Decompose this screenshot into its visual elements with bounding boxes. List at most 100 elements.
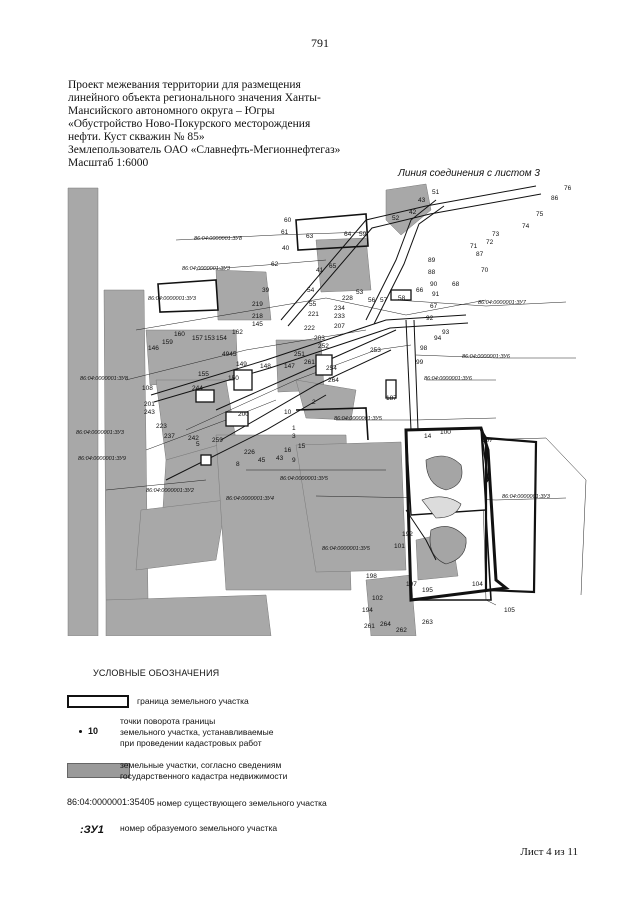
corridor-line <box>405 509 437 561</box>
legend-title: УСЛОВНЫЕ ОБОЗНАЧЕНИЯ <box>93 668 220 678</box>
point-label: 195 <box>422 587 433 594</box>
point-label: 194 <box>362 607 373 614</box>
point-label: 54 <box>307 287 315 294</box>
point-label: 99 <box>416 359 424 366</box>
point-label: 261 <box>304 359 315 366</box>
facility <box>390 289 412 301</box>
boundary-line <box>295 213 369 251</box>
point-label: 102 <box>372 595 383 602</box>
point-label: 40 <box>282 245 290 252</box>
title-line: нефти. Куст скважин № 85» <box>68 131 205 143</box>
pipeline <box>175 231 367 241</box>
pond <box>421 496 462 519</box>
point-label: 41 <box>316 267 324 274</box>
point-label: 68 <box>452 281 460 288</box>
corridor-line <box>287 193 542 327</box>
cadastral-label: 86:04:0000001:ЗУ3 <box>76 430 125 436</box>
point-label: 4945 <box>222 351 237 358</box>
cadastral-label: 86:04:0000001:ЗУ7 <box>478 300 527 306</box>
pipeline <box>336 417 497 421</box>
cadastral-label: 86:04:0000001:ЗУ6 <box>462 354 511 360</box>
legend-point-line: земельного участка, устанавливаемые <box>120 727 274 737</box>
legend-parcel-line: государственного кадастра недвижимости <box>120 771 288 781</box>
point-label: 226 <box>244 449 255 456</box>
legend-new-number-sample: :ЗУ1 <box>80 824 104 836</box>
point-label: 56 <box>368 297 376 304</box>
point-label: 150 <box>228 375 239 382</box>
point-label: 74 <box>522 223 530 230</box>
cadastral-label: 86:04:0000001:ЗУ8 <box>80 376 129 382</box>
parcel <box>67 187 99 636</box>
pond <box>425 455 463 491</box>
point-label: 160 <box>174 331 185 338</box>
point-label: 60 <box>284 217 292 224</box>
point-label: 155 <box>198 371 209 378</box>
point-label: 264 <box>328 377 339 384</box>
point-label: 93 <box>442 329 450 336</box>
point-label: 146 <box>148 345 159 352</box>
point-label: 203 <box>314 335 325 342</box>
cadastral-label: 86:04:0000001:ЗУ3 <box>182 266 231 272</box>
point-label: 52 <box>392 215 400 222</box>
title-line: Землепользователь ОАО «Славнефть-Мегионн… <box>68 144 341 156</box>
point-label: 254 <box>326 365 337 372</box>
facility <box>315 354 333 376</box>
point-label: 66 <box>416 287 424 294</box>
point-label: 76 <box>564 185 572 192</box>
survey-map: 76 86 75 74 73 72 71 87 70 51 43 42 52 6… <box>66 180 626 636</box>
facility <box>200 454 212 466</box>
corridor-line <box>215 329 397 411</box>
point-label: 187 <box>386 395 397 402</box>
point-label: 43 <box>418 197 426 204</box>
point-label: 263 <box>422 619 433 626</box>
parcel <box>105 594 272 636</box>
title-line: «Обустройство Ново-Покурского месторожде… <box>68 118 311 130</box>
point-label: 45 <box>258 457 266 464</box>
title-line: Масштаб 1:6000 <box>68 157 149 169</box>
point-label: 64 <box>344 231 352 238</box>
point-label: 100 <box>440 429 451 436</box>
point-label: 200 <box>238 411 249 418</box>
point-label: 75 <box>536 211 544 218</box>
point-label: 42 <box>409 209 417 216</box>
corridor-line <box>280 185 537 321</box>
point-label: 61 <box>281 229 289 236</box>
point-label: 51 <box>432 189 440 196</box>
pipeline <box>395 299 567 307</box>
pipeline <box>125 329 367 381</box>
point-label: 94 <box>434 335 442 342</box>
point-label: 91 <box>432 291 440 298</box>
facility <box>195 389 215 403</box>
point-label: 262 <box>396 627 407 634</box>
cadastral-label: 86:04:0000001:ЗУ5 <box>322 546 371 552</box>
point-label: 10 <box>284 409 292 416</box>
legend-existing-number-label: номер существующего земельного участка <box>157 798 327 808</box>
point-label: 252 <box>318 343 329 350</box>
point-label: 90 <box>430 281 438 288</box>
pad-boundary <box>404 426 510 602</box>
corridor-line <box>373 205 445 325</box>
boundary-line <box>295 407 369 441</box>
point-label: 222 <box>304 325 315 332</box>
point-label: 65 <box>329 263 337 270</box>
facility-layer <box>195 289 412 466</box>
corridor-line <box>165 394 327 481</box>
point-label: 218 <box>252 313 263 320</box>
parcel <box>295 441 407 573</box>
map-caption: Линия соединения с листом 3 <box>398 168 540 179</box>
point-label: 253 <box>370 347 381 354</box>
facility <box>233 369 253 391</box>
point-label: 55 <box>309 301 317 308</box>
point-label: 43 <box>276 455 284 462</box>
point-label: 101 <box>394 543 405 550</box>
sheet-label: Лист 4 из 11 <box>520 846 578 858</box>
legend-point-label: точки поворота границы земельного участк… <box>120 716 273 749</box>
pipeline <box>195 259 327 271</box>
point-label: 234 <box>334 305 345 312</box>
point-label-layer: 76 86 75 74 73 72 71 87 70 51 43 42 52 6… <box>142 185 572 634</box>
title-line: Мансийского автономного округа – Югры <box>68 105 275 117</box>
point-label: 98 <box>420 345 428 352</box>
point-label: 149 <box>236 361 247 368</box>
point-label: 233 <box>334 313 345 320</box>
corridor-line <box>413 319 419 431</box>
